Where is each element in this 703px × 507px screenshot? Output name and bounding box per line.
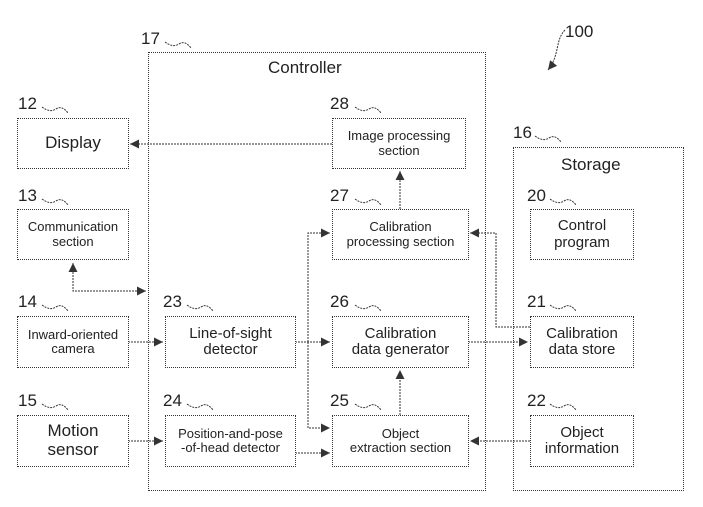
ref-calibration-generator: 26 [330, 292, 349, 311]
ref-control-program: 20 [527, 186, 546, 205]
calibration-processing-block: Calibration processing section [332, 209, 469, 260]
ref-calibration-store: 21 [527, 292, 546, 311]
controller-container [148, 52, 486, 491]
wire-los-to-calproc [307, 228, 330, 342]
ref-camera: 14 [18, 292, 37, 311]
motion-label: Motion sensor [47, 421, 99, 459]
controller-title: Controller [268, 58, 342, 77]
calibration-generator-block: Calibration data generator [332, 316, 469, 368]
calibration-store-label: Calibration data store [546, 324, 618, 358]
object-extraction-block: Object extraction section [332, 415, 469, 467]
object-extraction-label: Object extraction section [349, 425, 452, 455]
line-of-sight-label: Line-of-sight detector [189, 324, 272, 358]
communication-label: Communication section [27, 219, 119, 249]
ref-communication: 13 [18, 186, 37, 205]
ref-object-information: 22 [527, 391, 546, 410]
ref-storage: 16 [513, 123, 532, 142]
ref-display: 12 [18, 94, 37, 113]
ref-controller: 17 [141, 29, 160, 48]
camera-label: Inward-oriented camera [27, 326, 119, 356]
image-processing-block: Image processing section [332, 118, 466, 169]
image-processing-label: Image processing section [347, 128, 451, 158]
figure-pointer [547, 29, 566, 71]
control-program-label: Control program [554, 217, 610, 251]
ref-calibration-processing: 27 [330, 186, 349, 205]
communication-block: Communication section [17, 209, 129, 260]
pose-label: Position-and-pose -of-head detector [178, 425, 283, 455]
camera-block: Inward-oriented camera [17, 316, 129, 368]
display-block: Display [17, 118, 129, 169]
calibration-processing-label: Calibration processing section [346, 219, 455, 249]
motion-sensor-block: Motion sensor [17, 415, 129, 467]
ref-figure: 100 [565, 22, 594, 41]
object-information-block: Object information [530, 415, 634, 467]
storage-container [513, 147, 684, 491]
ref-pose: 24 [163, 391, 182, 410]
display-label: Display [45, 133, 101, 153]
calibration-generator-label: Calibration data generator [351, 324, 450, 358]
ref-object-extraction: 25 [330, 391, 349, 410]
calibration-store-block: Calibration data store [530, 316, 634, 368]
wire-store-to-calproc [470, 228, 530, 328]
wire-los-to-extraction [307, 342, 330, 433]
ref-motion: 15 [18, 391, 37, 410]
pose-detector-block: Position-and-pose -of-head detector [165, 415, 296, 467]
wire-communication-controller [68, 263, 146, 296]
storage-title: Storage [561, 155, 621, 174]
control-program-block: Control program [530, 209, 634, 260]
ref-line-of-sight: 23 [163, 292, 182, 311]
line-of-sight-block: Line-of-sight detector [165, 316, 296, 368]
object-information-label: Object information [544, 423, 620, 457]
ref-image-processing: 28 [330, 94, 349, 113]
